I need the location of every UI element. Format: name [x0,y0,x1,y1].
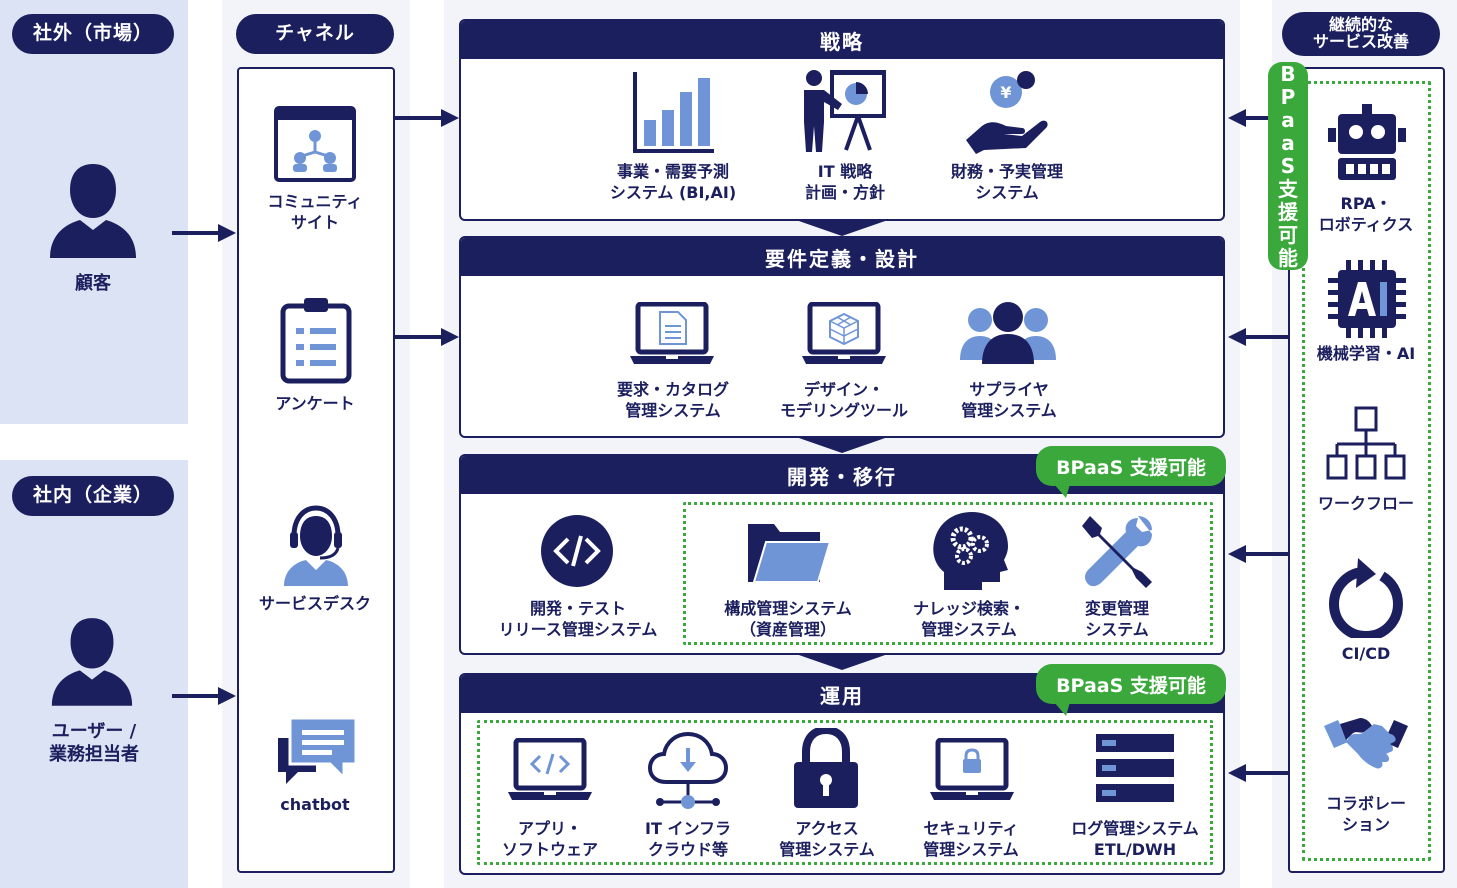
requirements-item-label: 要求・カタログ 管理システム [616,380,729,420]
laptop-code-icon [506,738,594,802]
ai-chip-icon [1326,258,1408,340]
hand-coin-icon: ¥ [964,70,1050,154]
laptop-document-icon [628,302,716,366]
external-title: 社外（市場） [12,14,174,54]
operation-item-label: IT インフラ クラウド等 [645,819,731,859]
laptop-lock-icon [928,738,1016,802]
channel-item-label: アンケート [275,394,355,413]
chat-bubbles-icon [276,716,358,786]
laptop-cube-icon [800,302,888,366]
improvement-item-label: コラボレー ション [1325,794,1406,834]
cycle-icon [1328,558,1404,638]
development-item-label: 開発・テスト リリース管理システム [498,599,658,639]
badge-char: 援 [1278,199,1298,224]
badge-char: 能 [1278,245,1298,270]
strategy-item-label: 財務・予実管理 システム [950,162,1063,202]
bpaas-vertical-badge: B P a a S 支 援 可 能 [1268,62,1308,270]
development-item-label: 構成管理システム （資産管理） [724,599,852,639]
flow-chevron [796,437,888,453]
bar-chart-icon [632,70,716,154]
operation-item-label: ログ管理システム ETL/DWH [1071,819,1199,859]
presenter-icon [800,68,886,152]
customer-label: 顧客 [75,273,111,294]
internal-panel [0,460,188,888]
badge-char: 可 [1278,222,1298,247]
server-icon [1094,732,1176,806]
arrow-left-icon [1226,326,1292,348]
badge-char: a [1281,107,1295,132]
requirements-title: 要件定義・設計 [461,238,1223,276]
development-item-label: ナレッジ検索・ 管理システム [912,599,1025,639]
strategy-title: 戦略 [461,21,1223,59]
internal-title: 社内（企業） [12,476,174,516]
channel-item-label: コミュニティ サイト [267,192,363,232]
improvement-title: 継続的な サービス改善 [1282,12,1440,56]
badge-char: S [1280,153,1296,178]
cloud-network-icon [648,730,728,812]
bpaas-badge-tail [1054,484,1070,498]
lock-icon [790,728,862,810]
strategy-item-label: IT 戦略 計画・方針 [804,162,885,202]
operation-item-label: アプリ・ ソフトウェア [501,819,598,859]
community-site-icon [274,106,356,182]
robot-icon [1328,104,1406,180]
badge-char: a [1281,130,1295,155]
operation-item-label: アクセス 管理システム [779,819,875,859]
handshake-icon [1324,712,1408,778]
arrow-left-icon [1226,543,1292,565]
improvement-item-label: CI/CD [1341,644,1391,663]
tools-icon [1080,514,1154,588]
badge-char: P [1280,84,1296,109]
channel-item-label: chatbot [280,795,350,814]
arrow-right-icon [172,222,238,244]
bpaas-badge: BPaaS 支援可能 [1036,664,1226,704]
badge-char: B [1280,61,1296,86]
arrow-right-icon [395,107,461,129]
user-label: ユーザー / 業務担当者 [49,721,139,766]
customer-person-icon [48,160,138,260]
headset-operator-icon [280,504,352,588]
bpaas-scope-frame [477,720,1213,865]
bpaas-scope-frame [1302,81,1431,861]
improvement-item-label: 機械学習・AI [1316,344,1416,363]
requirements-item-label: サプライヤ 管理システム [961,380,1057,420]
badge-char: 支 [1278,176,1298,201]
requirements-item-label: デザイン・ モデリングツール [779,380,908,420]
operation-item-label: セキュリティ 管理システム [923,819,1019,859]
flow-chevron [796,220,888,236]
strategy-item-label: 事業・需要予測 システム (BI,AI) [609,162,737,202]
bpaas-scope-frame [683,502,1213,645]
people-group-icon [960,300,1056,364]
folder-icon [746,520,830,584]
strategy-section: 戦略 [459,19,1225,221]
bpaas-badge: BPaaS 支援可能 [1036,446,1226,486]
code-icon [540,514,614,588]
channel-item-label: サービスデスク [258,594,371,613]
development-item-label: 変更管理 システム [1084,599,1149,639]
user-person-icon [50,612,134,710]
improvement-item-label: RPA・ ロボティクス [1318,194,1414,234]
head-gears-icon [930,510,1010,590]
bpaas-badge-tail [1054,702,1070,716]
workflow-icon [1326,406,1406,482]
improvement-item-label: ワークフロー [1317,494,1414,513]
channel-title: チャネル [236,14,394,54]
svg-text:¥: ¥ [1000,83,1011,102]
arrow-right-icon [395,326,461,348]
flow-chevron [796,654,888,670]
arrow-left-icon [1226,762,1292,784]
arrow-right-icon [172,685,238,707]
clipboard-icon [280,296,352,384]
